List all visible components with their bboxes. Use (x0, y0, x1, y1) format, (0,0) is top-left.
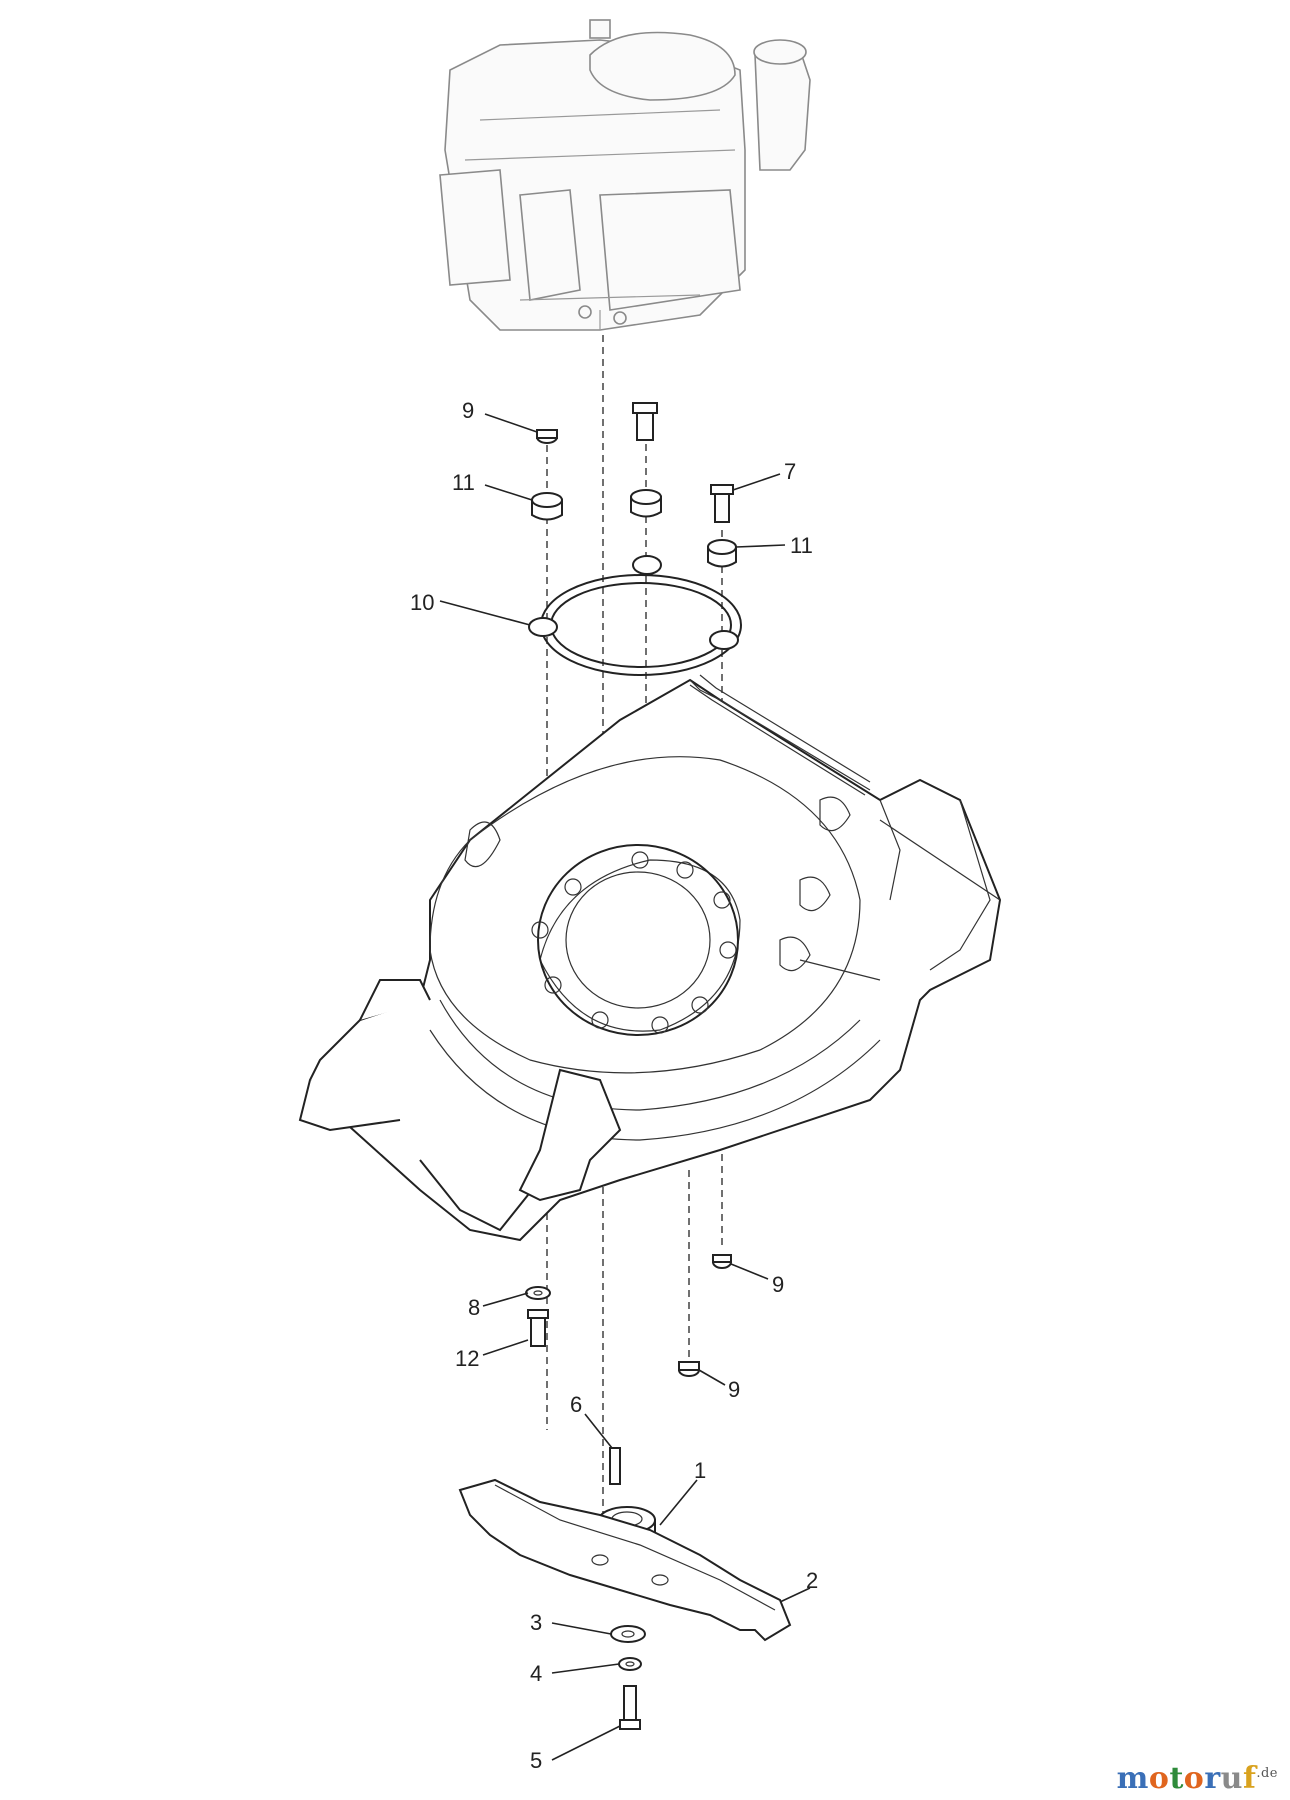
callout-11-right: 11 (790, 533, 813, 558)
bolt-12 (527, 1309, 549, 1347)
callout-10: 10 (410, 590, 434, 615)
bolt-center (632, 402, 658, 441)
callout-1: 1 (694, 1458, 706, 1483)
blade-2 (458, 1478, 792, 1642)
washer-4 (618, 1657, 642, 1671)
callout-9-top: 9 (462, 398, 474, 423)
spacer-11-left (531, 492, 563, 521)
nut-9-lower (678, 1361, 700, 1377)
engine (439, 19, 811, 331)
washer-3 (610, 1625, 646, 1643)
callout-12: 12 (455, 1346, 479, 1371)
mower-deck (298, 674, 1002, 1242)
callout-5: 5 (530, 1748, 542, 1773)
callout-4: 4 (530, 1661, 542, 1686)
callout-6: 6 (570, 1392, 582, 1417)
engine-mount-ring-10 (528, 555, 742, 676)
watermark-letter: o (1148, 1761, 1170, 1796)
nut-9-top (536, 429, 558, 444)
motoruf-watermark: motoruf.de (1117, 1761, 1278, 1796)
watermark-letter: u (1220, 1761, 1243, 1796)
washer-8 (525, 1286, 551, 1300)
watermark-domain: .de (1256, 1766, 1278, 1781)
watermark-letter: f (1242, 1761, 1257, 1796)
watermark-letter: m (1116, 1761, 1149, 1796)
callout-9-deck: 9 (772, 1272, 784, 1297)
callouts: 9 11 7 11 10 9 8 12 9 6 1 2 3 4 5 (410, 398, 818, 1773)
watermark-letter: t (1169, 1761, 1184, 1796)
bolt-5 (619, 1685, 641, 1730)
callout-8: 8 (468, 1295, 480, 1320)
key-6 (609, 1447, 621, 1485)
callout-3: 3 (530, 1610, 542, 1635)
callout-11-left: 11 (452, 470, 475, 495)
watermark-letter: r (1204, 1761, 1221, 1796)
callout-2: 2 (806, 1568, 818, 1593)
callout-9-lower: 9 (728, 1377, 740, 1402)
spacer-11-right (707, 539, 737, 568)
watermark-letter: o (1183, 1761, 1205, 1796)
nut-9-deck-right (712, 1254, 732, 1269)
bolt-7 (710, 484, 734, 523)
spacer-center (630, 489, 662, 518)
callout-7: 7 (784, 459, 796, 484)
leader-lines (439, 413, 811, 1761)
